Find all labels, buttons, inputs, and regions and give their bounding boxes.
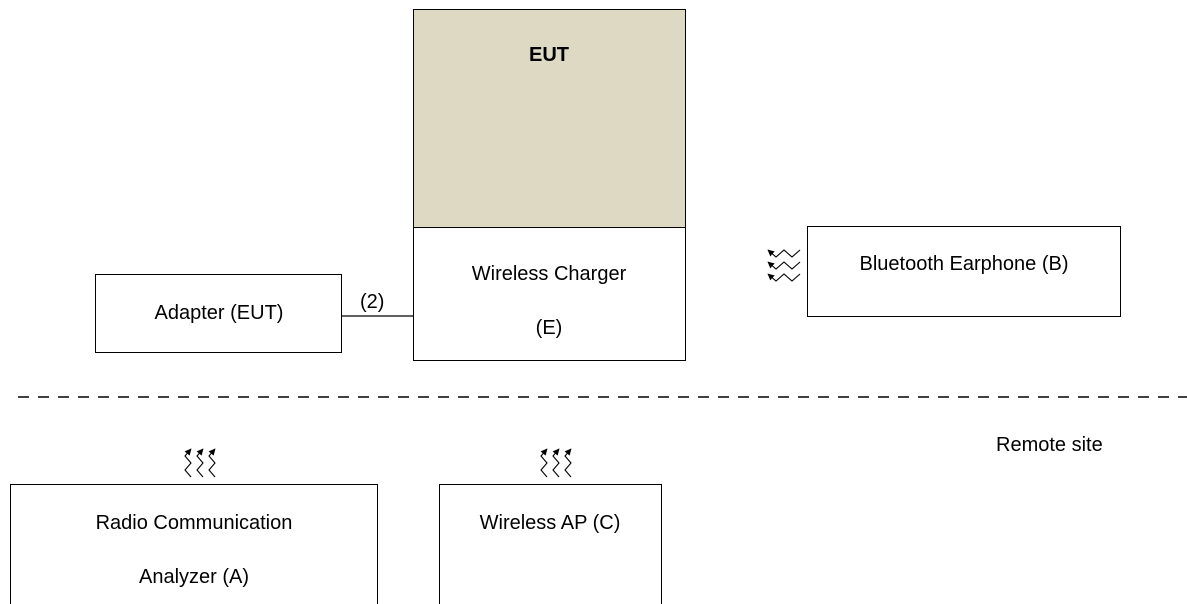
- cable-label: (2): [360, 291, 385, 313]
- wireless-charger-label: Wireless Charger: [471, 263, 627, 285]
- wireless-ap-label: Wireless AP (C): [479, 512, 621, 534]
- remote-site-label: Remote site: [996, 434, 1103, 456]
- wireless-signal-icon: [767, 249, 801, 282]
- eut-title: EUT: [529, 44, 569, 66]
- wireless-signal-icon: [540, 448, 572, 478]
- adapter-label: Adapter (EUT): [154, 302, 284, 324]
- adapter-box: [95, 274, 342, 353]
- radio-analyzer-id: Analyzer (A): [138, 566, 250, 588]
- eut-block: [413, 9, 686, 228]
- bluetooth-earphone-box: [807, 226, 1121, 317]
- wireless-charger-id: (E): [535, 317, 563, 339]
- diagram-lines: [18, 249, 1187, 478]
- wireless-charger-box: [413, 227, 686, 361]
- wireless-signal-icon: [184, 448, 216, 478]
- radio-analyzer-label: Radio Communication: [95, 512, 293, 534]
- wireless-ap-box: [439, 484, 662, 604]
- radio-analyzer-box: [10, 484, 378, 604]
- bluetooth-earphone-label: Bluetooth Earphone (B): [859, 253, 1069, 275]
